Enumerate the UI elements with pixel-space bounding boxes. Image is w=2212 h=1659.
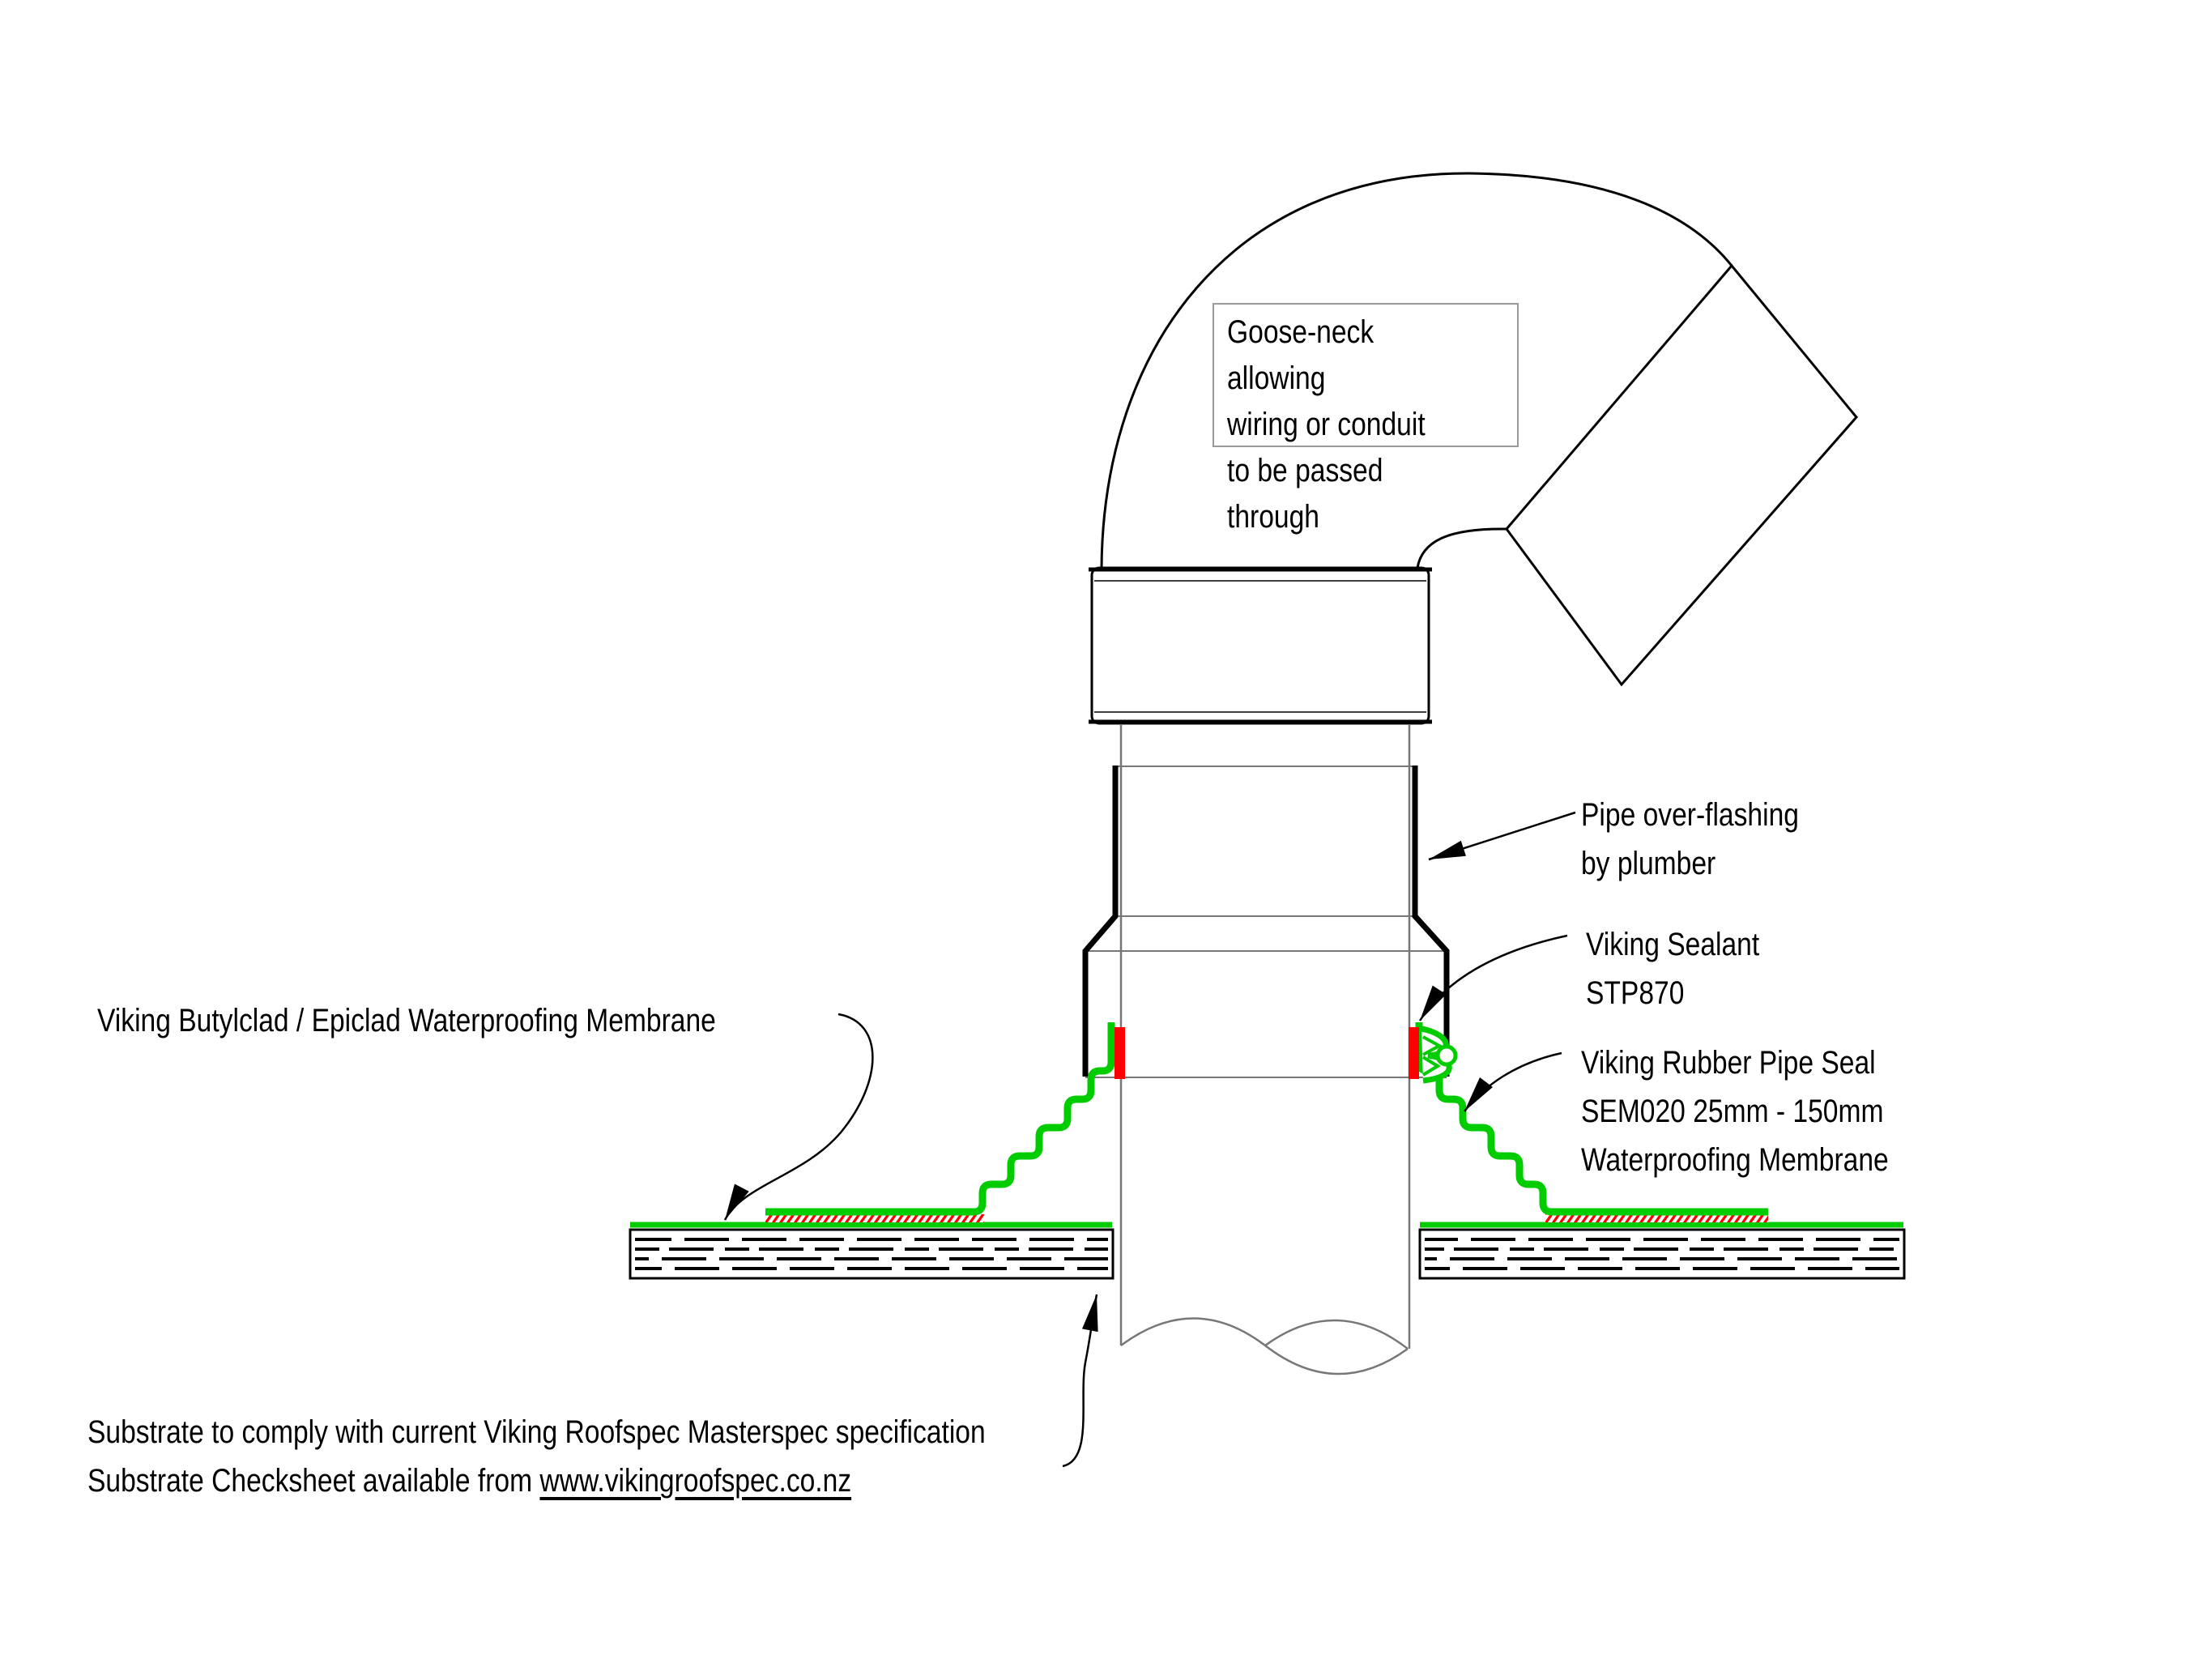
seal-flange-adhesive-hatch [765, 1214, 1768, 1222]
over-flashing-rims [1085, 766, 1447, 1078]
pipe-collar [1089, 566, 1432, 725]
pipe-over-flashing [1082, 766, 1450, 1077]
label-substrate-line1: Substrate to comply with current Viking … [87, 1414, 986, 1450]
leader-rubber-pipe-seal [1464, 1051, 1562, 1112]
sealant-strips [1115, 1027, 1419, 1079]
gooseneck-note-box: Goose-neck allowing wiring or conduit to… [1213, 303, 1519, 535]
label-pipe-overflashing: Pipe over-flashing by plumber [1581, 797, 1799, 881]
leader-butylclad-membrane [723, 1013, 874, 1221]
substrate-right [1418, 1228, 1906, 1280]
leader-viking-sealant [1418, 934, 1568, 1021]
label-rubber-pipe-seal: Viking Rubber Pipe Seal SEM020 25mm - 15… [1581, 1045, 1889, 1178]
gooseneck-note-text: Goose-neck allowing wiring or conduit to… [1227, 314, 1426, 535]
goose-neck [1100, 172, 1858, 687]
label-substrate-line2-prefix: Substrate Checksheet available from [87, 1463, 540, 1499]
label-substrate-line2: Substrate Checksheet available from www.… [87, 1456, 851, 1505]
label-viking-sealant: Viking Sealant STP870 [1586, 927, 1760, 1011]
sealant-bead [1421, 1026, 1458, 1084]
label-butylclad-membrane: Viking Butylclad / Epiclad Waterproofing… [97, 1003, 716, 1038]
substrate-checksheet-link[interactable]: www.vikingroofspec.co.nz [539, 1463, 852, 1499]
substrate-left [629, 1228, 1115, 1280]
pipe-break-symbol [1120, 1317, 1409, 1375]
goose-neck-spout [1505, 263, 1858, 687]
rubber-pipe-seal-left [765, 1022, 1115, 1216]
leader-substrate [1062, 1294, 1098, 1468]
pipe-walls [1119, 725, 1411, 1349]
leader-pipe-overflashing [1428, 811, 1576, 861]
